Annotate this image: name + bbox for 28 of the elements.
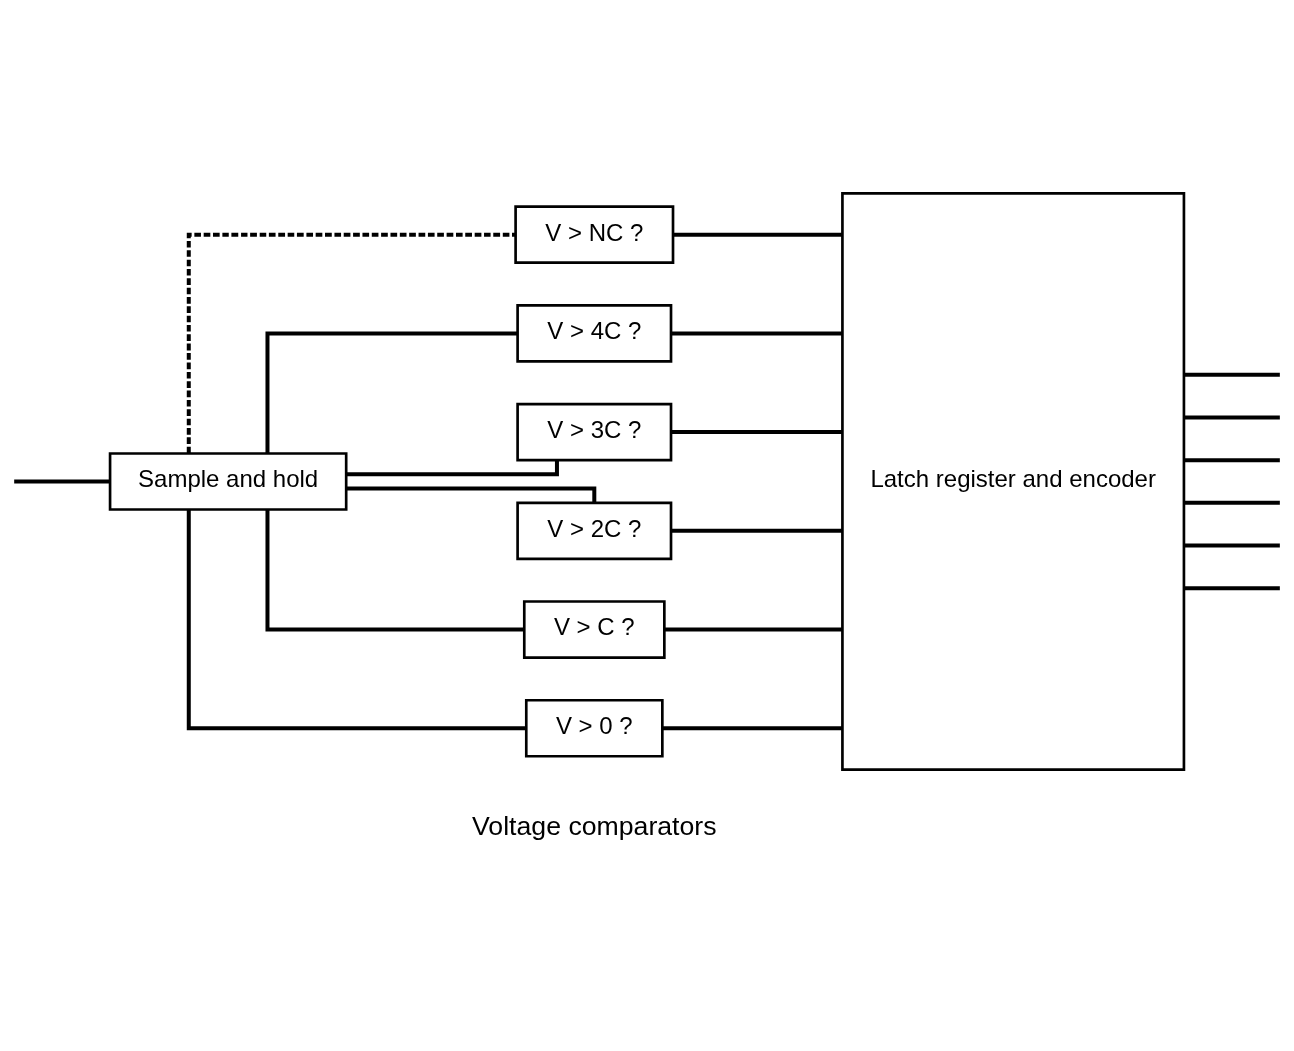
- node-box: V > 4C ?: [516, 304, 673, 363]
- node-box: V > C ?: [522, 600, 666, 659]
- connector: [1184, 543, 1280, 548]
- connector: [265, 331, 518, 454]
- connector: [186, 509, 526, 731]
- connector: [346, 486, 597, 503]
- node-box: Latch register and encoder: [841, 192, 1186, 771]
- connector: [1184, 500, 1280, 505]
- connector: [662, 726, 843, 731]
- connector: [671, 528, 843, 533]
- connector: [346, 460, 559, 477]
- connector: [186, 232, 516, 454]
- connector: [1184, 415, 1280, 420]
- connector: [671, 430, 843, 435]
- connector: [265, 509, 525, 632]
- connector: [14, 479, 110, 484]
- node-box: V > 2C ?: [516, 501, 673, 561]
- node-box: V > 3C ?: [516, 402, 673, 462]
- connector: [671, 331, 843, 336]
- connector: [1184, 372, 1280, 377]
- node-box: V > NC ?: [514, 205, 675, 265]
- connector: [664, 627, 842, 632]
- connector: [1184, 458, 1280, 463]
- label: Voltage comparators: [472, 810, 717, 841]
- connector: [673, 232, 843, 237]
- node-box: V > 0 ?: [524, 698, 664, 758]
- connector: [1184, 586, 1280, 591]
- node-box: Sample and hold: [108, 452, 348, 511]
